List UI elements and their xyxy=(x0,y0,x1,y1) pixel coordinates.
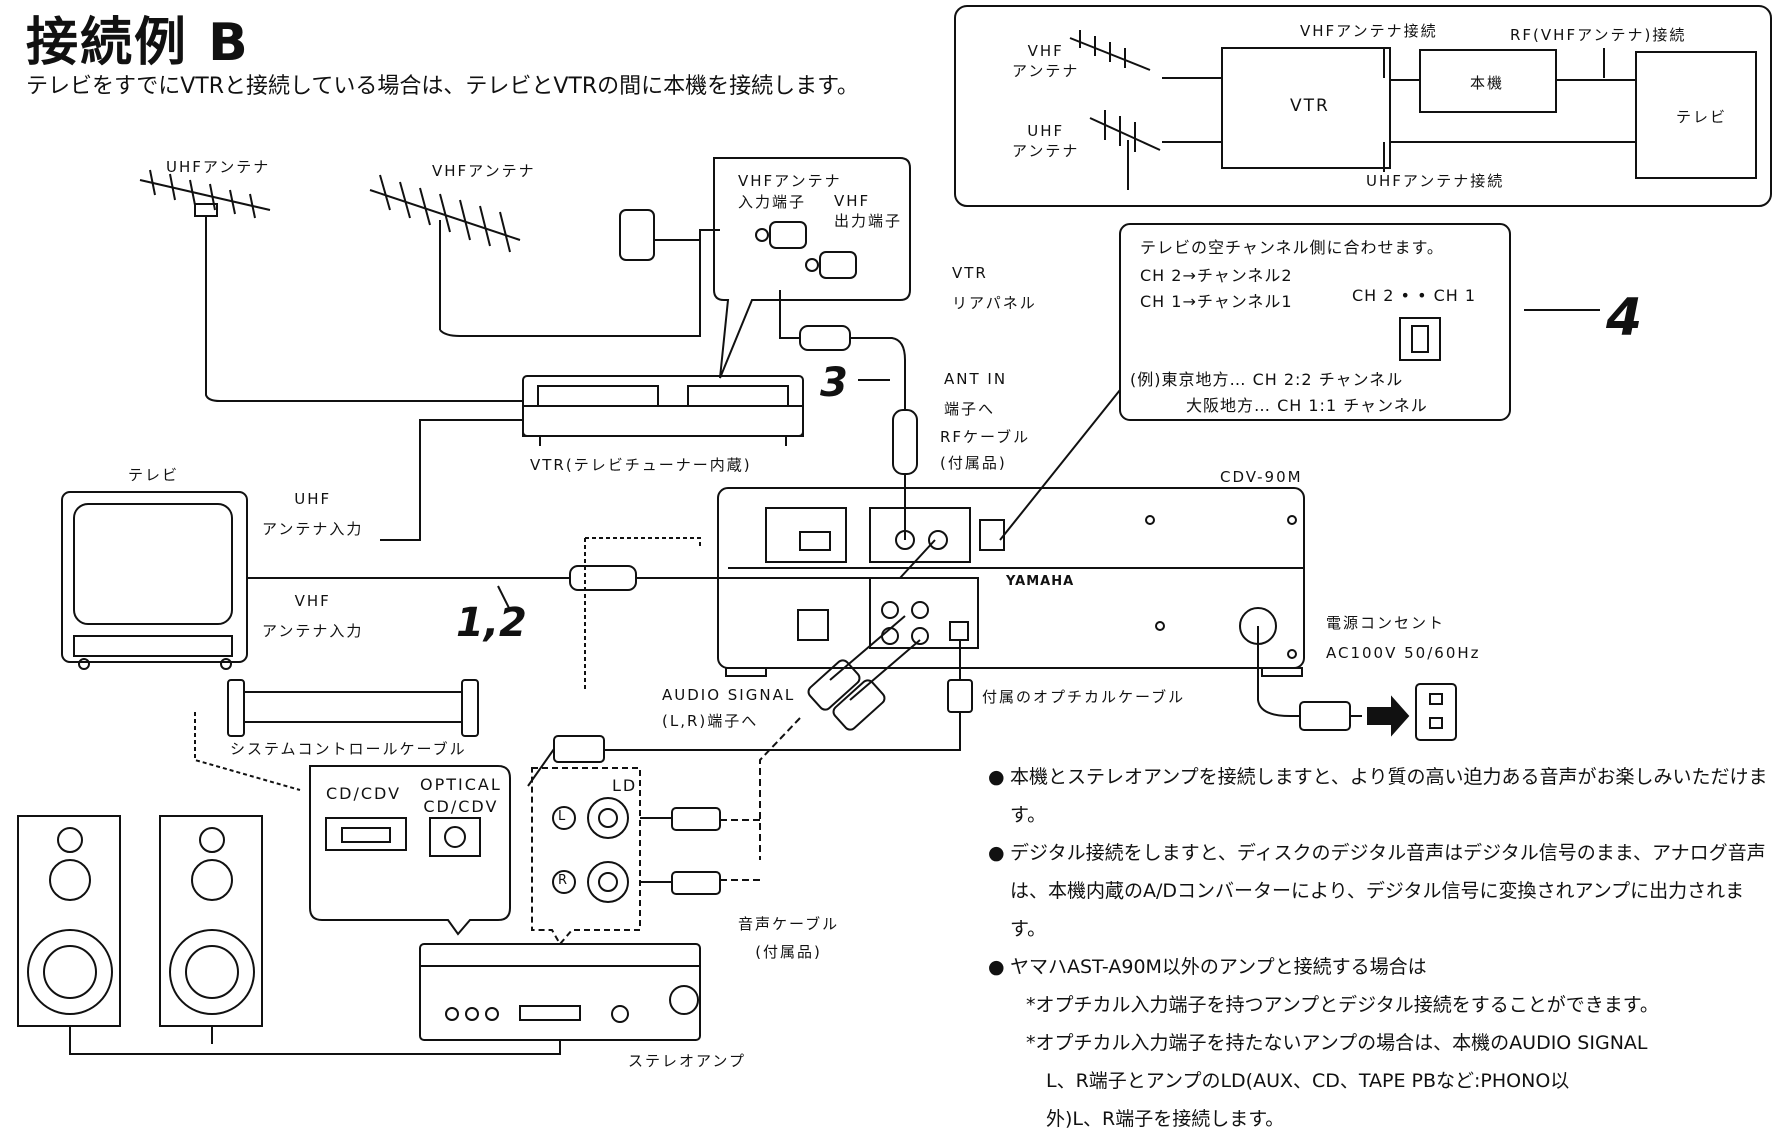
speaker-right-icon xyxy=(159,815,263,1027)
vhf-input-terminal-label: VHFアンテナ入力端子 xyxy=(738,172,842,211)
ld-l-plug xyxy=(671,807,721,831)
note-item: ●ヤマハAST-A90M以外のアンプと接続する場合は xyxy=(988,956,1427,978)
optical-cable-label: 付属のオプチカルケーブル xyxy=(982,688,1186,706)
optical-connector-icon xyxy=(429,817,481,857)
block-vhf-connection-label: VHFアンテナ接続 xyxy=(1300,22,1438,40)
channel-switch-icon xyxy=(1399,317,1441,361)
block-rf-connection-label: RF(VHFアンテナ)接続 xyxy=(1510,26,1687,44)
note-sub-item: *オプチカル入力端子を持つアンプとデジタル接続をすることができます。 xyxy=(1026,994,1659,1016)
step-4: 4 xyxy=(1606,288,1643,348)
system-control-cable-label: システムコントロールケーブル xyxy=(230,740,467,758)
block-uhf-antenna-icon xyxy=(1089,110,1161,190)
channel-box-line3: CH 1→チャンネル1 xyxy=(1140,292,1293,311)
audio-rca-plugs-icon xyxy=(807,615,921,731)
model-label: CDV-90M xyxy=(1220,468,1303,486)
tv-label: テレビ xyxy=(128,466,180,484)
power-plug xyxy=(1299,701,1351,731)
channel-box-line1: テレビの空チャンネル側に合わせます。 xyxy=(1140,238,1444,257)
block-vhf-antenna-icon xyxy=(1069,30,1151,71)
block-unit-label: 本機 xyxy=(1470,74,1505,92)
ld-r-jack xyxy=(587,861,629,903)
vtr-tuner-label: VTR(テレビチューナー内蔵) xyxy=(530,456,752,474)
vhf-output-terminal-icon xyxy=(805,251,857,279)
vhf-input-plug xyxy=(569,565,637,591)
vtr-unit-icon xyxy=(522,375,804,446)
ld-r-mark: R xyxy=(558,873,569,888)
channel-example-tokyo: (例)東京地方… CH 2:2 チャンネル xyxy=(1130,370,1404,389)
note-item: ●本機とステレオアンプを接続しますと、より質の高い迫力ある音声がお楽しみいただけ… xyxy=(988,766,1768,826)
note-sub-item-cont: 外)L、R端子を接続します。 xyxy=(1046,1108,1285,1130)
amp-input-callout xyxy=(309,765,511,936)
ld-callout xyxy=(531,767,641,946)
wall-outlet-icon xyxy=(1415,683,1457,741)
channel-box-line2: CH 2→チャンネル2 xyxy=(1140,266,1293,285)
block-tv xyxy=(1635,51,1757,179)
uhf-antenna-label: UHFアンテナ xyxy=(166,158,271,176)
note-sub-item: *オプチカル入力端子を持たないアンプの場合は、本機のAUDIO SIGNAL xyxy=(1026,1032,1648,1054)
step-3: 3 xyxy=(820,360,848,406)
antenna-plug-icon xyxy=(619,209,655,261)
cd-cdv-label: CD/CDV xyxy=(326,784,402,803)
brand-label: YAMAHA xyxy=(1006,574,1075,589)
note-item: ●デジタル接続をしますと、ディスクのデジタル音声はデジタル信号のまま、アナログ音… xyxy=(988,842,1766,940)
rf-cable-label: RFケーブル(付属品) xyxy=(940,428,1031,472)
speaker-left-icon xyxy=(17,815,121,1027)
intro-text: テレビをすでにVTRと接続している場合は、テレビとVTRの間に本機を接続します。 xyxy=(26,74,859,99)
block-vtr xyxy=(1221,47,1391,169)
vhf-antenna-label: VHFアンテナ xyxy=(432,162,536,180)
notes-list: ●本機とステレオアンプを接続しますと、より質の高い迫力ある音声がお楽しみいただけ… xyxy=(988,758,1768,1138)
stereo-amp-label: ステレオアンプ xyxy=(628,1052,746,1070)
block-uhf-connection-label: UHFアンテナ接続 xyxy=(1366,172,1505,190)
optical-plug-amp xyxy=(553,735,605,763)
note-sub-item-cont: L、R端子とアンプのLD(AUX、CD、TAPE PBなど:PHONO以 xyxy=(1046,1070,1570,1092)
rf-plug-top xyxy=(799,325,851,351)
vtr-terminal-callout xyxy=(713,157,911,379)
block-vtr-label: VTR xyxy=(1290,96,1330,116)
channel-example-osaka: 大阪地方… CH 1:1 チャンネル xyxy=(1186,396,1428,415)
stereo-amp-icon xyxy=(419,943,701,1041)
block-tv-label: テレビ xyxy=(1676,108,1728,126)
audio-cable-label: 音声ケーブル(付属品) xyxy=(738,915,840,961)
ld-l-mark: L xyxy=(558,809,567,824)
tv-icon xyxy=(61,491,248,670)
ld-label: LD xyxy=(612,776,638,795)
system-control-cable-icon xyxy=(227,679,479,737)
step-1-2: 1,2 xyxy=(456,600,527,646)
page-title: 接続例 B xyxy=(26,13,250,73)
audio-signal-label: AUDIO SIGNAL(L,R)端子へ xyxy=(662,686,796,730)
optical-plug xyxy=(947,679,973,713)
channel-setting-box xyxy=(1119,223,1511,421)
plug-arrow xyxy=(1367,695,1410,737)
vhf-input-terminal-icon xyxy=(755,221,807,249)
channel-switch-label: CH 2 • • CH 1 xyxy=(1352,286,1477,305)
cdv90m-rear-panel xyxy=(717,487,1305,677)
ld-l-jack xyxy=(587,797,629,839)
ld-r-plug xyxy=(671,871,721,895)
cd-cdv-connector-icon xyxy=(325,817,407,851)
rf-plug-bottom xyxy=(892,409,918,475)
block-diagram-frame xyxy=(954,5,1772,207)
vhf-antenna-icon xyxy=(369,174,720,337)
connection-diagram xyxy=(17,5,1772,1055)
